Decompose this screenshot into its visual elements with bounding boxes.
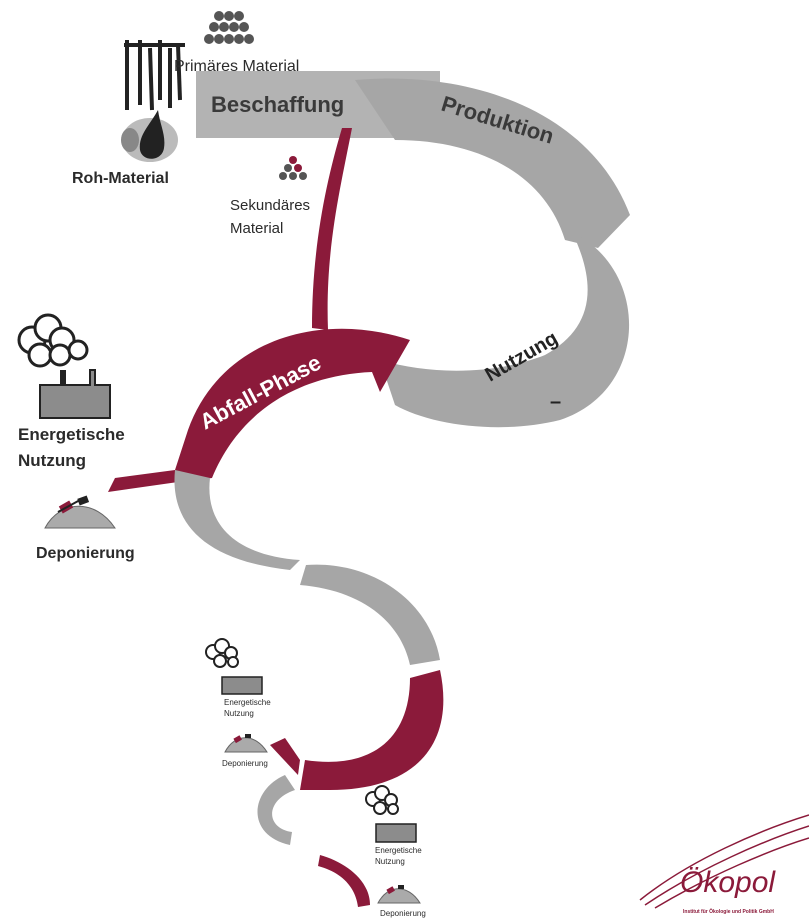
primaer-label: Primäres Material — [174, 58, 299, 75]
produktion-arc — [355, 78, 630, 248]
factory-icon — [17, 313, 111, 419]
abfall-phase-arc — [108, 328, 410, 492]
nutzung-arc — [380, 232, 630, 428]
landfill-icon — [44, 495, 116, 529]
logo-subtitle: Institut für Ökologie und Politik GmbH — [683, 908, 774, 915]
material-stack-icon — [204, 11, 254, 44]
logo-text: Ökopol — [680, 866, 776, 899]
spiral-segment-1 — [174, 470, 300, 570]
spiral-maroon-3 — [318, 855, 370, 907]
oil-rig-icon — [124, 40, 185, 111]
secondary-stack-icon — [279, 156, 307, 180]
beschaffung-label: Beschaffung — [211, 92, 344, 117]
logo-swoosh-icon — [639, 814, 809, 909]
spiral-maroon-2-tail — [270, 738, 300, 775]
landfill-icon-tiny — [377, 885, 421, 904]
oil-drop-icon — [121, 110, 178, 162]
tiny-deponierung-label: Deponierung — [380, 909, 426, 918]
factory-icon-small — [205, 638, 263, 695]
dash-mark: – — [550, 391, 561, 413]
tiny-energetische-line2: Nutzung — [375, 857, 405, 866]
roh-material-label: Roh-Material — [72, 170, 169, 187]
landfill-icon-small — [224, 734, 268, 753]
energetische-label-line2: Nutzung — [18, 451, 86, 470]
sekundaer-label-line2: Material — [230, 220, 283, 237]
factory-icon-tiny — [365, 785, 417, 843]
small-energetische-line2: Nutzung — [224, 709, 254, 718]
small-deponierung-label: Deponierung — [222, 759, 268, 768]
spiral-maroon-2 — [300, 670, 444, 790]
spiral-segment-2 — [300, 564, 440, 665]
small-energetische-line1: Energetische — [224, 698, 271, 707]
spiral-segment-3 — [257, 775, 295, 845]
tiny-energetische-line1: Energetische — [375, 846, 422, 855]
sekundaer-label-line1: Sekundäres — [230, 197, 310, 214]
energetische-label-line1: Energetische — [18, 425, 125, 444]
secondary-flow-arrow — [312, 128, 352, 330]
deponierung-label: Deponierung — [36, 545, 135, 562]
